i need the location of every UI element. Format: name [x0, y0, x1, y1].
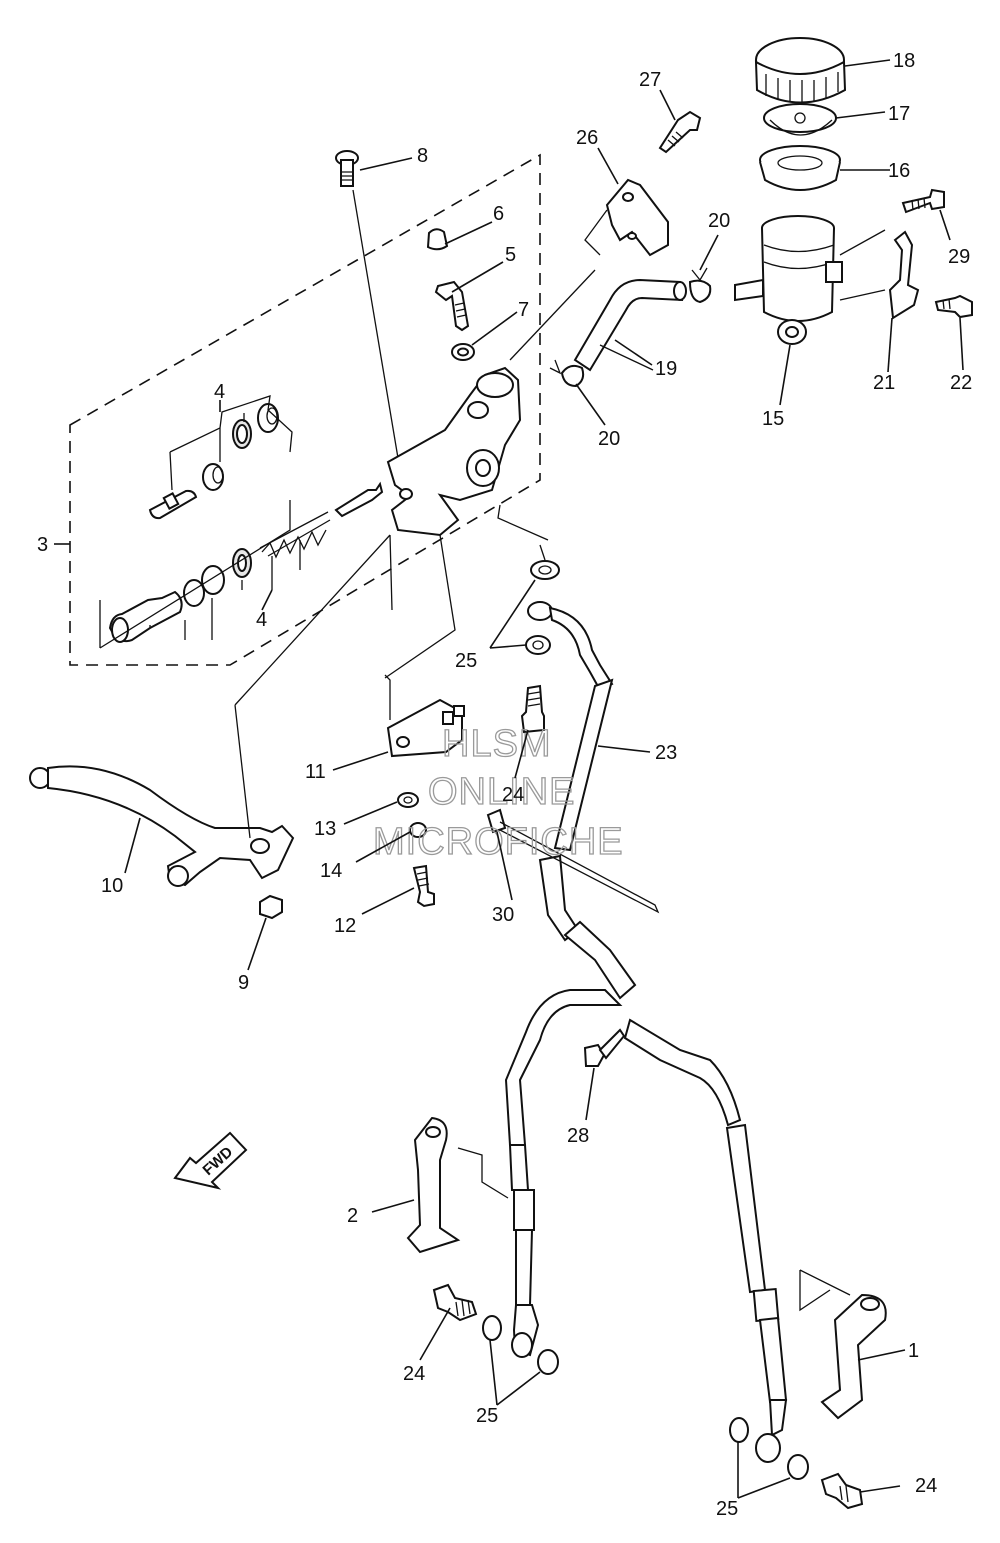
callout-8: 8	[417, 145, 428, 167]
callout-20-lower: 20	[598, 428, 620, 450]
callout-11: 11	[305, 761, 326, 783]
callout-30: 30	[492, 904, 514, 926]
assembly-leader-lines	[234, 504, 549, 839]
part-13-washer[interactable]	[397, 792, 419, 808]
callout-25-upper: 25	[455, 650, 477, 672]
callout-19: 19	[655, 358, 677, 380]
callout-20-upper: 20	[708, 210, 730, 232]
part-24-banjo-bolt-right[interactable]	[820, 1472, 864, 1510]
callout-2: 2	[347, 1205, 358, 1227]
watermark-line-1: HLSM	[442, 723, 552, 765]
callout-1: 1	[908, 1340, 919, 1362]
part-24-banjo-bolt-upper[interactable]	[520, 684, 545, 734]
callout-4-upper: 4	[214, 381, 225, 403]
watermark-line-2: ONLINE	[428, 771, 575, 813]
fwd-arrow-icon: FWD	[173, 1131, 248, 1190]
lower-brake-hose-left[interactable]	[504, 989, 623, 1358]
part-24-banjo-bolt-left[interactable]	[432, 1283, 478, 1322]
part-18-reservoir-cap[interactable]	[754, 37, 847, 104]
part-21-bracket[interactable]	[839, 229, 920, 320]
part-14-washer[interactable]	[409, 822, 427, 838]
callout-26: 26	[576, 127, 598, 149]
callout-10: 10	[101, 875, 123, 897]
master-cylinder-assembly-outline	[69, 153, 541, 666]
callout-18: 18	[893, 50, 915, 72]
watermark: HLSM ONLINE MICROFICHE	[372, 722, 624, 863]
callout-12: 12	[334, 915, 356, 937]
watermark-line-3: MICROFICHE	[373, 821, 624, 863]
part-25-washers-left[interactable]	[482, 1315, 559, 1375]
part-16-diaphragm[interactable]	[759, 145, 841, 191]
part-17-plate[interactable]	[763, 103, 837, 136]
callout-3: 3	[37, 534, 48, 556]
callout-14: 14	[320, 860, 342, 882]
master-cylinder-body[interactable]	[386, 269, 596, 537]
callout-25-right: 25	[716, 1498, 738, 1520]
callout-16: 16	[888, 160, 910, 182]
callout-24-left: 24	[403, 1363, 425, 1385]
part-6-cap[interactable]	[426, 228, 449, 251]
callout-29: 29	[948, 246, 970, 268]
part-5-bleed-screw[interactable]	[434, 280, 470, 332]
part-27-bolt[interactable]	[658, 110, 702, 154]
part-12-screw[interactable]	[412, 864, 435, 908]
callout-13: 13	[314, 818, 336, 840]
callout-17: 17	[888, 103, 910, 125]
part-29-bolt[interactable]	[901, 188, 945, 214]
part-9-nut[interactable]	[259, 894, 283, 920]
part-10-brake-lever[interactable]	[29, 765, 295, 887]
part-19-hose[interactable]	[573, 278, 687, 372]
part-4-piston-kit-lower[interactable]	[99, 481, 384, 649]
part-8-pivot-bolt[interactable]	[335, 150, 401, 471]
part-23-brake-hose-upper[interactable]	[527, 601, 637, 1000]
part-2-bracket[interactable]	[406, 1116, 509, 1254]
part-4-piston-kit-upper[interactable]	[148, 395, 293, 520]
part-1-bracket[interactable]	[799, 1269, 887, 1420]
callout-4-lower: 4	[256, 609, 267, 631]
callout-9: 9	[238, 972, 249, 994]
callout-15: 15	[762, 408, 784, 430]
callout-22: 22	[950, 372, 972, 394]
part-20-clamp-lower[interactable]	[549, 359, 585, 388]
part-22-screw[interactable]	[934, 294, 973, 319]
lower-brake-hose-right[interactable]	[623, 1018, 788, 1463]
part-30-cable-tie[interactable]	[486, 808, 660, 914]
callout-labels: 1 2 3 4 4 5 6 7 8 9 10 11 12 13 14 15 16…	[37, 50, 972, 1520]
part-20-clamp-upper[interactable]	[688, 267, 712, 304]
part-7-washer[interactable]	[451, 343, 475, 361]
callout-6: 6	[493, 203, 504, 225]
callout-23: 23	[655, 742, 677, 764]
callout-5: 5	[505, 244, 516, 266]
callout-25-left: 25	[476, 1405, 498, 1427]
part-28-bolt[interactable]	[583, 1028, 626, 1067]
callout-leader-lines	[54, 59, 964, 1499]
part-11-brake-switch[interactable]	[384, 674, 465, 758]
part-26-holder[interactable]	[584, 178, 669, 257]
callout-28: 28	[567, 1125, 589, 1147]
part-15-reservoir[interactable]	[734, 215, 843, 345]
callout-7: 7	[518, 299, 529, 321]
callout-24-upper: 24	[502, 784, 524, 806]
callout-21: 21	[873, 372, 895, 394]
callout-24-right: 24	[915, 1475, 937, 1497]
part-25-washers-right[interactable]	[729, 1417, 809, 1480]
callout-27: 27	[639, 69, 661, 91]
